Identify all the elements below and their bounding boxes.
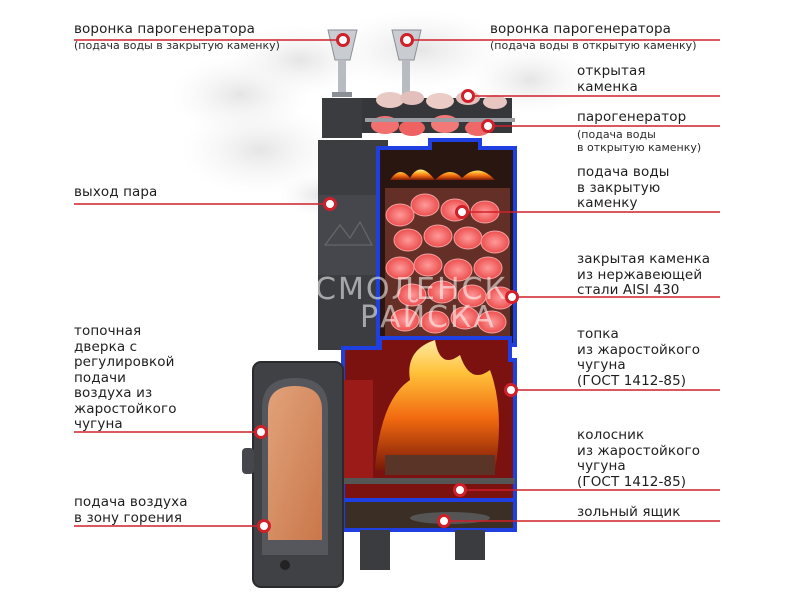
callout-ash-box: зольный ящик [577, 504, 681, 520]
firewood [385, 455, 495, 475]
marker-firebox-icon [504, 383, 518, 397]
mountain-emblem [323, 220, 374, 246]
stove-leg-left [360, 530, 390, 570]
callout-steam-generator-title: парогенератор [577, 109, 687, 125]
heater-stone [390, 308, 420, 332]
marker-funnel-open-icon [400, 33, 414, 47]
callout-steam-generator-sub: (подача воды в открытую каменку) [577, 128, 702, 154]
heater-stone [385, 203, 415, 227]
heater-stone [397, 283, 427, 307]
marker-air-supply-icon [257, 519, 271, 533]
callout-water-closed: подача воды в закрытую каменку [577, 164, 670, 211]
heater-stone [477, 310, 507, 334]
marker-steam-generator-icon [481, 119, 495, 133]
heater-stone [453, 226, 483, 250]
door-handle [242, 448, 254, 474]
firebox-flames [375, 340, 499, 470]
watermark-line1: СМОЛЕНСК [315, 272, 508, 307]
marker-water-closed-icon [455, 205, 469, 219]
marker-ash-box-icon [437, 514, 451, 528]
heater-stone [473, 256, 503, 280]
steam-pipe [365, 118, 515, 122]
callout-firebox: топка из жаростойкого чугуна (ГОСТ 1412-… [577, 326, 701, 389]
heater-stone [413, 253, 443, 277]
marker-closed-heater-icon [505, 290, 519, 304]
heater-stone [427, 280, 457, 304]
grate [343, 478, 515, 484]
heater-stone [480, 230, 510, 254]
marker-funnel-closed-icon [336, 33, 350, 47]
upper-flame [390, 169, 495, 180]
callout-air-supply: подача воздуха в зону горения [74, 494, 188, 526]
callout-funnel-open-sub: (подача воды в открытую каменку) [490, 39, 697, 52]
callout-lines [74, 33, 720, 533]
watermark-line2: РАЙСКА [360, 300, 496, 335]
callout-open-heater: открытая каменка [577, 63, 646, 95]
stove-leg-right [455, 530, 485, 560]
callout-door: топочная дверка с регулировкой подачи во… [74, 323, 177, 432]
callout-grate: колосник из жаростойкого чугуна (ГОСТ 14… [577, 427, 701, 490]
callout-funnel-closed-sub: (подача воды в закрытую каменку) [74, 39, 280, 52]
marker-steam-outlet-icon [323, 197, 337, 211]
callout-steam-outlet: выход пара [74, 184, 158, 200]
steam-cloud [170, 10, 590, 217]
marker-grate-icon [453, 483, 467, 497]
ash-box [341, 498, 517, 532]
callout-closed-heater: закрытая каменка из нержавеющей стали AI… [577, 251, 711, 298]
marker-open-heater-icon [461, 89, 475, 103]
marker-door-icon [254, 425, 268, 439]
heater-stone [393, 228, 423, 252]
closed-heater-stones [385, 193, 515, 334]
steam-generator-housing [322, 98, 362, 138]
firebox-door [242, 361, 344, 588]
heater-stone [420, 310, 450, 334]
callout-funnel-open-title: воронка парогенератора [490, 21, 672, 37]
heater-stone [443, 258, 473, 282]
heater-stone [423, 224, 453, 248]
heater-stone [410, 193, 440, 217]
callout-funnel-closed-title: воронка парогенератора [74, 21, 256, 37]
